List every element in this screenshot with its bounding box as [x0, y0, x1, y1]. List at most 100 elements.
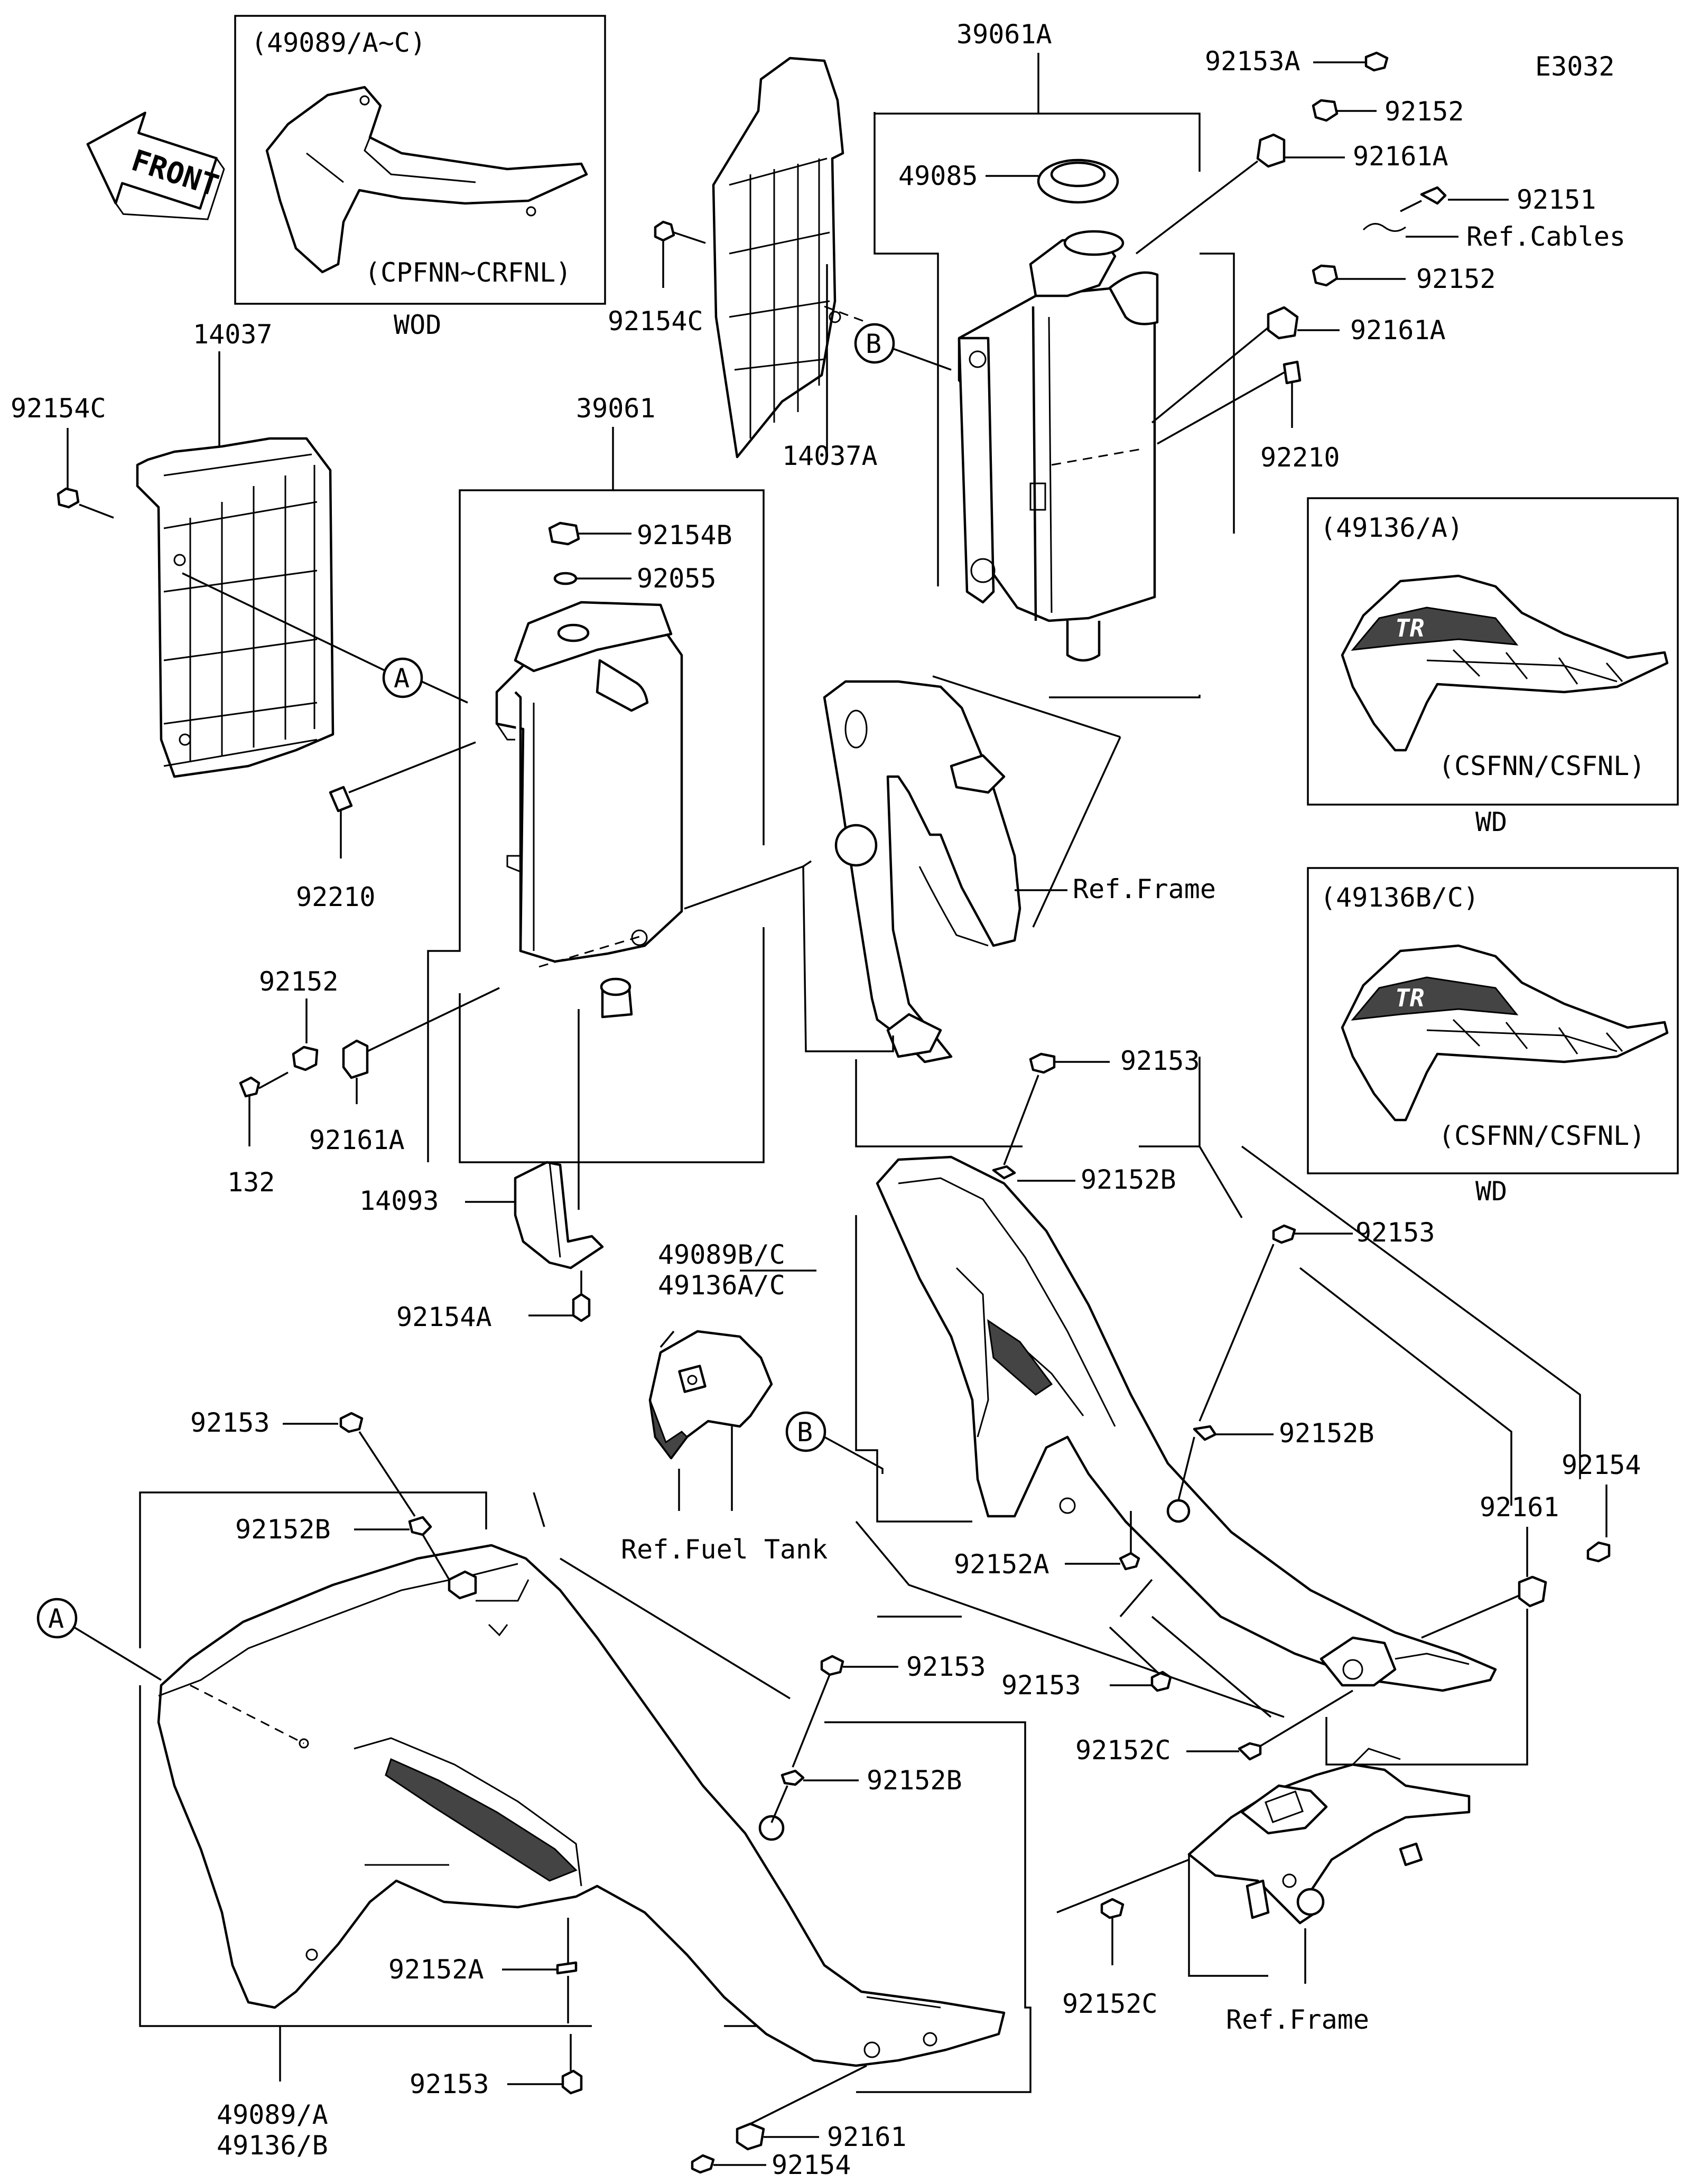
- label-92151: 92151: [1517, 184, 1596, 215]
- label-39061A: 39061A: [956, 19, 1052, 50]
- ref-frame-top: Ref.Frame: [684, 675, 1216, 1063]
- guard-14093: 14093 92154A: [359, 1009, 604, 1332]
- ref-frame-bottom: 92152C Ref.Frame: [1056, 1748, 1471, 2035]
- inset-wd1-frame: [1307, 497, 1679, 806]
- label-92152A-bl: 92152A: [388, 1954, 484, 1985]
- label-92154-bottom: 92154: [772, 2150, 851, 2180]
- inset-wd1-header: (49136/A): [1320, 512, 1463, 543]
- front-arrow-icon: FRONT: [86, 111, 225, 220]
- label-92154A: 92154A: [396, 1302, 492, 1332]
- drain-92154B: 92154B 92055: [548, 520, 732, 594]
- callout-b-top: B: [854, 323, 952, 371]
- svg-text:B: B: [866, 329, 881, 359]
- label-92161-right: 92161: [1480, 1492, 1559, 1523]
- hardware-right-mid: 92153 92152B 92154 92161: [1177, 1217, 1641, 1766]
- label-92153-left: 92153: [190, 1407, 270, 1438]
- inset-wod-frame: [234, 15, 606, 305]
- hardware-left-mid: 92152 92161A 132: [227, 966, 500, 1198]
- label-92152-mid: 92152: [1416, 264, 1496, 294]
- label-92152-left: 92152: [259, 966, 339, 997]
- label-92210-right: 92210: [1260, 442, 1340, 473]
- label-ref-frame-top: Ref.Frame: [1073, 874, 1216, 904]
- inset-wd-1: (49136/A) TR (CSFNN/CSFNL) WD: [1307, 497, 1679, 837]
- label-14037A: 14037A: [782, 441, 878, 471]
- label-39061: 39061: [576, 393, 656, 424]
- label-92154-right: 92154: [1562, 1450, 1641, 1480]
- hardware-lower-mid: 92152A 92153 92152C: [954, 1511, 1353, 1766]
- label-92152B-bl: 92152B: [867, 1765, 962, 1796]
- label-92153-right: 92153: [1355, 1217, 1435, 1248]
- label-132: 132: [227, 1167, 275, 1198]
- label-49089BC: 49089B/C: [658, 1239, 785, 1270]
- inset-wod-footer: WOD: [394, 310, 441, 340]
- label-92152B-right: 92152B: [1279, 1418, 1374, 1449]
- grille-14037A: 14037A: [712, 57, 878, 471]
- label-92210-left: 92210: [296, 882, 376, 912]
- label-92154C-left: 92154C: [11, 393, 106, 424]
- radiator-left: 39061: [427, 393, 765, 1163]
- label-49085: 49085: [898, 161, 978, 191]
- inset-wd2-models: (CSFNN/CSFNL): [1438, 1121, 1645, 1151]
- label-92153-bl: 92153: [906, 1651, 986, 1682]
- label-92153A: 92153A: [1205, 46, 1300, 77]
- shroud-49089BC: 49089B/C 49136A/C: [658, 1057, 1497, 1692]
- label-92161-bottom: 92161: [827, 2122, 907, 2152]
- bolt-92154C-top: 92154C: [608, 220, 706, 337]
- shroud-49089A: [139, 1491, 1032, 2093]
- svg-text:B: B: [797, 1417, 813, 1448]
- callout-a-lower: A: [36, 1598, 162, 1681]
- shroud-thumb-wod: [265, 86, 588, 274]
- grille-14037: 14037: [136, 319, 335, 778]
- bolt-92154C-left: 92154C: [11, 393, 114, 519]
- svg-text:TR: TR: [1395, 984, 1424, 1012]
- svg-text:TR: TR: [1395, 614, 1424, 642]
- assembly-outline: [855, 1145, 1581, 1718]
- label-92153-lower-mid: 92153: [1001, 1670, 1081, 1701]
- label-92161A-left: 92161A: [309, 1125, 405, 1155]
- svg-text:A: A: [48, 1603, 64, 1634]
- label-92153-mid: 92153: [1120, 1046, 1200, 1076]
- label-92152-top: 92152: [1385, 96, 1464, 127]
- label-ref-fuel-tank: Ref.Fuel Tank: [621, 1534, 828, 1565]
- label-ref-frame-bottom: Ref.Frame: [1226, 2004, 1369, 2035]
- inset-wd2-header: (49136B/C): [1320, 882, 1479, 913]
- shroud-thumb-wd2: TR: [1341, 944, 1669, 1122]
- radiator-right: 39061A: [874, 19, 1235, 698]
- label-92152C-mid: 92152C: [1075, 1735, 1171, 1766]
- label-92152B-mid: 92152B: [1081, 1164, 1176, 1195]
- inset-wd2-footer: WD: [1475, 1176, 1507, 1207]
- label-92152B-left: 92152B: [235, 1514, 331, 1545]
- label-49136AC: 49136A/C: [658, 1270, 785, 1301]
- label-14037: 14037: [193, 319, 273, 350]
- label-ref-cables: Ref.Cables: [1466, 221, 1625, 252]
- label-92154C-top: 92154C: [608, 306, 703, 337]
- hardware-lower-left: 92153 92152B 92153 92152B 92152A 92153 4…: [190, 1407, 986, 2180]
- svg-text:A: A: [394, 663, 410, 694]
- inset-wd1-footer: WD: [1475, 807, 1507, 837]
- label-92153-bottom: 92153: [410, 2069, 489, 2099]
- diagram-code: E3032: [1535, 51, 1615, 82]
- inset-wd2-frame: [1307, 867, 1679, 1174]
- label-14093: 14093: [359, 1186, 439, 1216]
- callout-a-top: A: [182, 572, 468, 704]
- label-92152A-mid: 92152A: [954, 1549, 1049, 1580]
- inset-wod-models: (CPFNN~CRFNL): [365, 257, 571, 288]
- inset-wd-2: (49136B/C) TR (CSFNN/CSFNL) WD: [1307, 867, 1679, 1207]
- inset-wd1-models: (CSFNN/CSFNL): [1438, 751, 1645, 781]
- callout-b-mid: B: [785, 1411, 884, 1474]
- ref-fuel-tank: Ref.Fuel Tank: [621, 1330, 828, 1565]
- hardware-top-right: 92153A 92152 92161A 92151 Ref.Cables 921…: [1135, 46, 1625, 473]
- label-92154B: 92154B: [637, 520, 732, 550]
- radiator-cap: 49085: [898, 158, 1119, 204]
- label-49136B: 49136/B: [217, 2130, 328, 2161]
- label-49089A: 49089/A: [217, 2099, 328, 2130]
- hardware-center-top: 92153 92152B: [992, 1046, 1200, 1195]
- label-92152C-bottom: 92152C: [1062, 1989, 1158, 2019]
- clip-92210-left: 92210: [296, 741, 476, 912]
- inset-wod-header: (49089/A~C): [251, 27, 426, 58]
- label-92161A-mid: 92161A: [1350, 315, 1446, 346]
- label-92055: 92055: [637, 563, 717, 594]
- label-92161A-top: 92161A: [1353, 141, 1448, 172]
- shroud-thumb-wd1: TR: [1341, 574, 1669, 752]
